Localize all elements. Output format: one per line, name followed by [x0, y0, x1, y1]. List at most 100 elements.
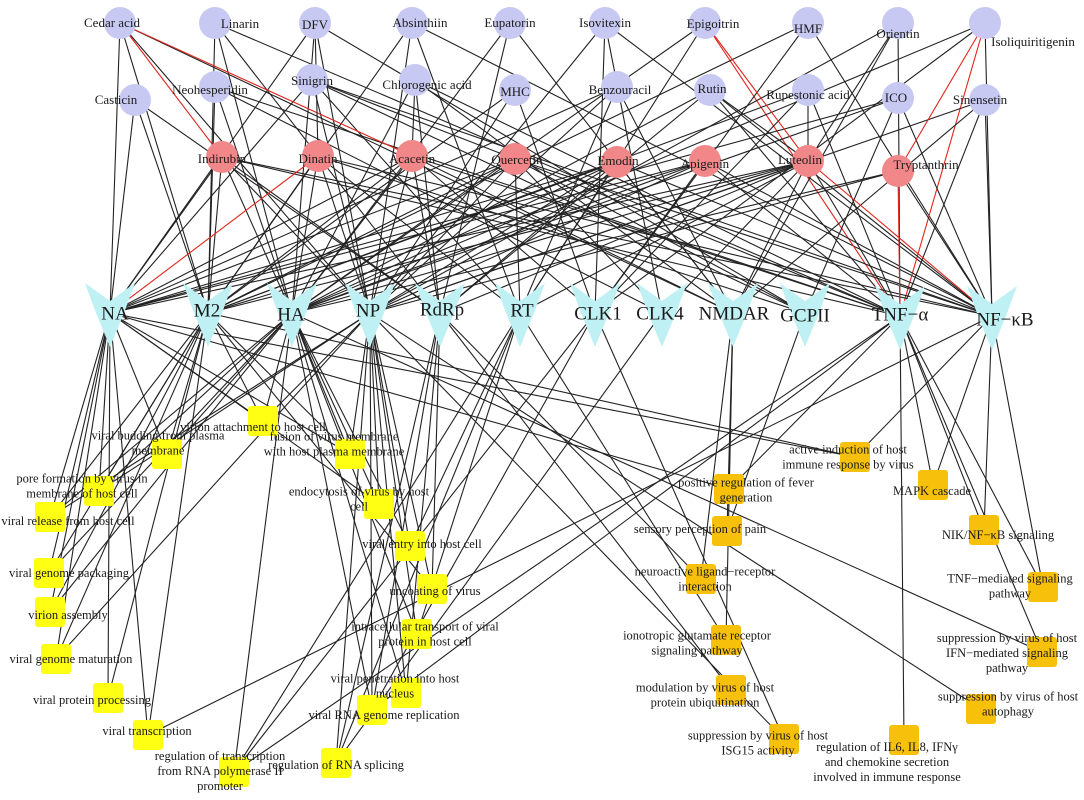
process-node-viral-rna-genome-replication[interactable] [357, 695, 387, 725]
target-node-clk4[interactable] [637, 283, 687, 347]
core-compound-node-apigenin[interactable] [689, 145, 721, 177]
process-label-line: intracellular transport of viral [351, 619, 499, 633]
core-compound-node-indirubin[interactable] [206, 141, 238, 173]
process-label: viral protein processing [33, 693, 152, 707]
process-node-ionotropic-glutamate-receptor-signaling-pathway[interactable] [711, 625, 741, 655]
compound-node-rutin[interactable] [694, 74, 726, 106]
process-node-viral-entry-into-host-cell[interactable] [395, 531, 425, 561]
target-node-m2[interactable] [183, 283, 233, 347]
compound-label: Absinthiin [393, 15, 448, 30]
compound-node-sinensetin[interactable] [969, 84, 1001, 116]
process-node-uncoating-of-virus[interactable] [417, 574, 447, 604]
process-node-modulation-by-virus-of-host-protein-ubiquitination[interactable] [716, 675, 746, 705]
process-node-suppression-by-virus-of-host-ifn-mediated-signaling-pathway[interactable] [1027, 637, 1057, 667]
process-node-regulation-of-rna-splicing[interactable] [321, 748, 351, 778]
compound-node-cedar-acid[interactable] [104, 7, 136, 39]
process-node-sensory-perception-of-pain[interactable] [712, 516, 742, 546]
compound-node-dfv[interactable] [299, 7, 331, 39]
target-node-clk1[interactable] [570, 283, 620, 347]
process-label-line: membrane [132, 443, 185, 457]
target-node-gcpii[interactable] [780, 283, 830, 347]
process-label: sensory perception of pain [634, 522, 767, 536]
compound-node-hmf[interactable] [792, 7, 824, 39]
core-compound-node-tryptanthrin[interactable] [882, 155, 914, 187]
process-node-viral-release-from-host-cell[interactable] [35, 502, 65, 532]
edge [409, 312, 521, 547]
compound-node-epigoitrin[interactable] [689, 7, 721, 39]
process-node-pore-formation-by-virus-in-membrane-of-host-cell[interactable] [84, 476, 114, 506]
target-node-tnf[interactable] [875, 286, 925, 350]
core-compound-node-quercetin[interactable] [499, 143, 531, 175]
core-compound-node-emodin[interactable] [601, 146, 633, 178]
process-node-virion-attachment-to-host-cell[interactable] [248, 406, 278, 436]
edge-layer [48, 22, 1044, 773]
core-compound-node-luteolin[interactable] [792, 145, 824, 177]
edge [311, 79, 993, 317]
process-node-viral-budding-from-plasma-membrane[interactable] [152, 439, 182, 469]
compound-node-rupestonic-acid[interactable] [792, 74, 824, 106]
target-node-rdrp[interactable] [415, 283, 465, 347]
compound-node-orientin[interactable] [882, 7, 914, 39]
process-node-regulation-of-transcription-from-rna-polymerase-ii-promoter[interactable] [219, 757, 249, 787]
process-node-fusion-of-virus-membrane-with-host-plasma-membrane[interactable] [335, 439, 365, 469]
compound-label: Sinigrin [291, 73, 333, 88]
process-node-nik-nf-b-signaling[interactable] [969, 515, 999, 545]
process-node-mapk-cascade[interactable] [918, 470, 948, 500]
edge [98, 312, 371, 492]
compound-node-isoliquiritigenin[interactable] [969, 7, 1001, 39]
compound-node-isovitexin[interactable] [589, 7, 621, 39]
process-label-line: pathway [989, 586, 1032, 600]
target-node-rt[interactable] [495, 283, 545, 347]
compound-node-benzouracil[interactable] [601, 71, 633, 103]
target-node-ha[interactable] [267, 283, 317, 347]
core-compound-label: Quercetin [491, 152, 543, 167]
compound-node-chlorogenic-acid[interactable] [399, 64, 431, 96]
compound-node-casticin[interactable] [119, 84, 151, 116]
process-node-viral-genome-packaging[interactable] [34, 558, 64, 588]
process-node-viral-protein-processing[interactable] [93, 683, 123, 713]
process-node-neuroactive-ligand-receptor-interaction[interactable] [686, 564, 716, 594]
process-node-intracellular-transport-of-viral-protein-in-host-cell[interactable] [402, 619, 432, 649]
process-label-line: modulation by virus of host [636, 680, 775, 694]
target-label: NA [101, 303, 129, 324]
process-node-tnf-mediated-signaling-pathway[interactable] [1028, 572, 1058, 602]
process-label-line: membrane of host cell [26, 486, 138, 500]
compound-node-linarin[interactable] [199, 7, 231, 39]
compound-node-absinthiin[interactable] [396, 7, 428, 39]
process-node-virion-assembly[interactable] [35, 597, 65, 627]
process-node-suppression-by-virus-of-host-isg15-activity[interactable] [769, 724, 799, 754]
process-label-line: endocytosis of virus by host [289, 484, 430, 498]
process-node-viral-penetration-into-host-nucleus[interactable] [391, 678, 421, 708]
process-node-regulation-of-il6-il8-ifn-and-chemokine-secretion-involved-in-immune-response[interactable] [889, 725, 919, 755]
target-node-np[interactable] [345, 283, 395, 347]
process-node-endocytosis-of-virus-by-host-cell[interactable] [364, 489, 394, 519]
process-node-viral-transcription[interactable] [133, 720, 163, 750]
compound-node-sinigrin[interactable] [296, 64, 328, 96]
edge [369, 160, 809, 314]
compound-node-mhc[interactable] [499, 74, 531, 106]
edge [55, 312, 371, 660]
compound-node-ico[interactable] [882, 82, 914, 114]
target-node-nf-b[interactable] [967, 286, 1017, 350]
process-label-line: cell [350, 499, 369, 513]
process-node-active-induction-of-host-immune-response-by-virus[interactable] [840, 442, 870, 472]
edge [897, 170, 993, 317]
edge [732, 99, 986, 314]
core-compound-node-acacetin[interactable] [396, 140, 428, 172]
process-node-suppression-by-virus-of-host-autophagy[interactable] [966, 694, 996, 724]
compound-node-neohesperidin[interactable] [199, 71, 231, 103]
process-label: NIK/NF−κB signaling [942, 528, 1055, 542]
target-node-na[interactable] [85, 283, 135, 347]
process-node-viral-genome-maturation[interactable] [41, 644, 71, 674]
core-compound-node-dinatin[interactable] [302, 140, 334, 172]
compound-node-eupatorin[interactable] [494, 7, 526, 39]
target-node-nmdar[interactable] [708, 283, 758, 347]
edge [414, 79, 734, 314]
process-label-line: interaction [678, 579, 732, 593]
process-node-positive-regulation-of-fever-generation[interactable] [714, 474, 744, 504]
process-label-line: positive regulation of fever [678, 475, 815, 489]
edge [233, 312, 293, 773]
